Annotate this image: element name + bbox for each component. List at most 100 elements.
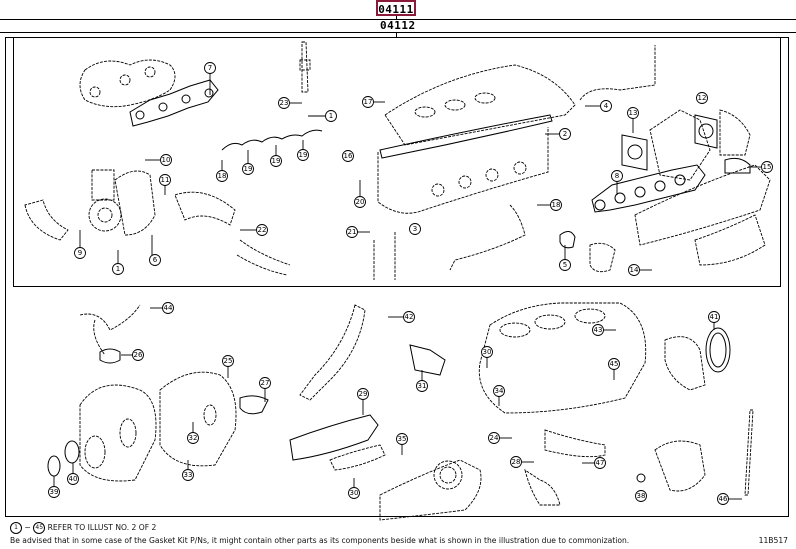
callout-15[interactable]: 15 bbox=[748, 161, 773, 173]
svg-text:9: 9 bbox=[78, 249, 82, 257]
callout-33[interactable]: 33 bbox=[182, 460, 194, 481]
svg-text:32: 32 bbox=[189, 434, 198, 442]
vacuum-pump bbox=[636, 440, 706, 492]
callout-38[interactable]: 38 bbox=[635, 490, 647, 502]
callout-17[interactable]: 17 bbox=[362, 96, 386, 108]
cylinder-head-cover bbox=[384, 64, 576, 146]
callout-42[interactable]: 42 bbox=[388, 311, 415, 323]
callout-30b[interactable]: 30 bbox=[481, 346, 493, 369]
svg-text:30: 30 bbox=[483, 348, 492, 356]
callout-5[interactable]: 5 bbox=[559, 245, 571, 271]
water-pump bbox=[379, 459, 482, 521]
oil-pan-baffle bbox=[544, 429, 606, 458]
callout-29[interactable]: 29 bbox=[357, 388, 369, 416]
callout-19a[interactable]: 19 bbox=[242, 150, 254, 175]
range-end-badge: 45 bbox=[33, 522, 46, 534]
fuel-injector bbox=[299, 41, 311, 93]
svg-text:3: 3 bbox=[413, 225, 417, 233]
svg-text:43: 43 bbox=[594, 326, 603, 334]
timing-case bbox=[159, 371, 237, 467]
svg-text:8: 8 bbox=[615, 172, 619, 180]
callout-9[interactable]: 9 bbox=[74, 230, 86, 259]
oil-seals bbox=[47, 440, 80, 477]
svg-text:31: 31 bbox=[418, 382, 427, 390]
upper-panel bbox=[13, 37, 781, 287]
callout-16[interactable]: 16 bbox=[342, 150, 354, 162]
small-gasket-5 bbox=[559, 231, 576, 249]
callout-28[interactable]: 28 bbox=[510, 456, 535, 468]
callout-10[interactable]: 10 bbox=[145, 154, 172, 166]
egr-valve bbox=[649, 109, 711, 181]
callout-19c[interactable]: 19 bbox=[297, 140, 309, 161]
callout-41[interactable]: 41 bbox=[708, 311, 720, 331]
callout-14[interactable]: 14 bbox=[628, 264, 653, 276]
svg-text:42: 42 bbox=[405, 313, 414, 321]
svg-text:47: 47 bbox=[596, 459, 605, 467]
advisory-text: Be advised that in some case of the Gask… bbox=[10, 536, 630, 545]
callout-44[interactable]: 44 bbox=[150, 302, 174, 314]
callout-20[interactable]: 20 bbox=[354, 180, 366, 208]
callout-45[interactable]: 45 bbox=[608, 358, 620, 381]
callout-31[interactable]: 31 bbox=[416, 370, 428, 392]
intake-manifold bbox=[634, 164, 771, 266]
oil-level-gauge bbox=[744, 409, 754, 496]
callout-18[interactable]: 18 bbox=[216, 160, 228, 182]
callout-23[interactable]: 23 bbox=[278, 97, 303, 109]
callout-12[interactable]: 12 bbox=[696, 92, 708, 104]
timing-cover bbox=[79, 384, 157, 482]
oil-strainer bbox=[524, 468, 561, 506]
callout-24[interactable]: 24 bbox=[488, 432, 513, 444]
svg-text:2: 2 bbox=[563, 130, 567, 138]
callout-26[interactable]: 26 bbox=[121, 349, 144, 361]
svg-text:19: 19 bbox=[244, 165, 253, 173]
callout-3[interactable]: 3 bbox=[409, 223, 421, 235]
svg-text:20: 20 bbox=[356, 198, 365, 206]
callout-21[interactable]: 21 bbox=[346, 226, 371, 238]
svg-text:22: 22 bbox=[258, 226, 267, 234]
part-code-sub[interactable]: 04112 bbox=[380, 19, 416, 32]
head-cover-gasket bbox=[379, 114, 553, 159]
svg-text:23: 23 bbox=[280, 99, 289, 107]
callout-39[interactable]: 39 bbox=[48, 476, 60, 498]
svg-text:44: 44 bbox=[164, 304, 173, 312]
callout-1b[interactable]: 1 bbox=[112, 250, 124, 275]
svg-text:28: 28 bbox=[512, 458, 521, 466]
callout-6[interactable]: 6 bbox=[149, 235, 161, 266]
svg-text:45: 45 bbox=[610, 360, 619, 368]
svg-text:16: 16 bbox=[344, 152, 353, 160]
oil-cooler bbox=[329, 444, 386, 471]
callout-13[interactable]: 13 bbox=[627, 107, 639, 134]
callout-47[interactable]: 47 bbox=[582, 457, 606, 469]
rear-oil-seal-retainer bbox=[664, 336, 706, 391]
callout-32[interactable]: 32 bbox=[187, 422, 199, 444]
oil-pump-gasket bbox=[409, 344, 446, 376]
divider-line-2 bbox=[0, 32, 796, 33]
callout-19b[interactable]: 19 bbox=[270, 145, 282, 167]
svg-text:26: 26 bbox=[134, 351, 143, 359]
callout-43[interactable]: 43 bbox=[592, 324, 617, 336]
callout-11[interactable]: 11 bbox=[159, 174, 171, 196]
range-note-text: REFER TO ILLUST NO. 2 OF 2 bbox=[47, 523, 157, 532]
timing-gasket bbox=[239, 395, 269, 415]
callout-30[interactable]: 30 bbox=[348, 478, 360, 499]
callout-7[interactable]: 7 bbox=[204, 62, 216, 96]
svg-text:24: 24 bbox=[490, 434, 499, 442]
callout-40[interactable]: 40 bbox=[67, 463, 79, 485]
exhaust-pipe bbox=[174, 191, 291, 276]
callout-1[interactable]: 1 bbox=[308, 110, 337, 122]
svg-text:17: 17 bbox=[364, 98, 373, 106]
callout-18b[interactable]: 18 bbox=[537, 199, 562, 211]
part-code-highlighted[interactable]: 04111 bbox=[376, 0, 416, 16]
callout-46[interactable]: 46 bbox=[717, 493, 743, 505]
callout-35[interactable]: 35 bbox=[396, 433, 408, 456]
callout-8[interactable]: 8 bbox=[611, 170, 623, 196]
svg-text:46: 46 bbox=[719, 495, 728, 503]
divider-line bbox=[0, 19, 796, 20]
callout-34[interactable]: 34 bbox=[493, 385, 505, 407]
callout-25[interactable]: 25 bbox=[222, 355, 234, 379]
callout-4[interactable]: 4 bbox=[585, 100, 612, 112]
callout-2[interactable]: 2 bbox=[545, 128, 571, 140]
callout-27[interactable]: 27 bbox=[259, 377, 271, 403]
callout-22[interactable]: 22 bbox=[240, 224, 268, 236]
svg-text:10: 10 bbox=[162, 156, 171, 164]
